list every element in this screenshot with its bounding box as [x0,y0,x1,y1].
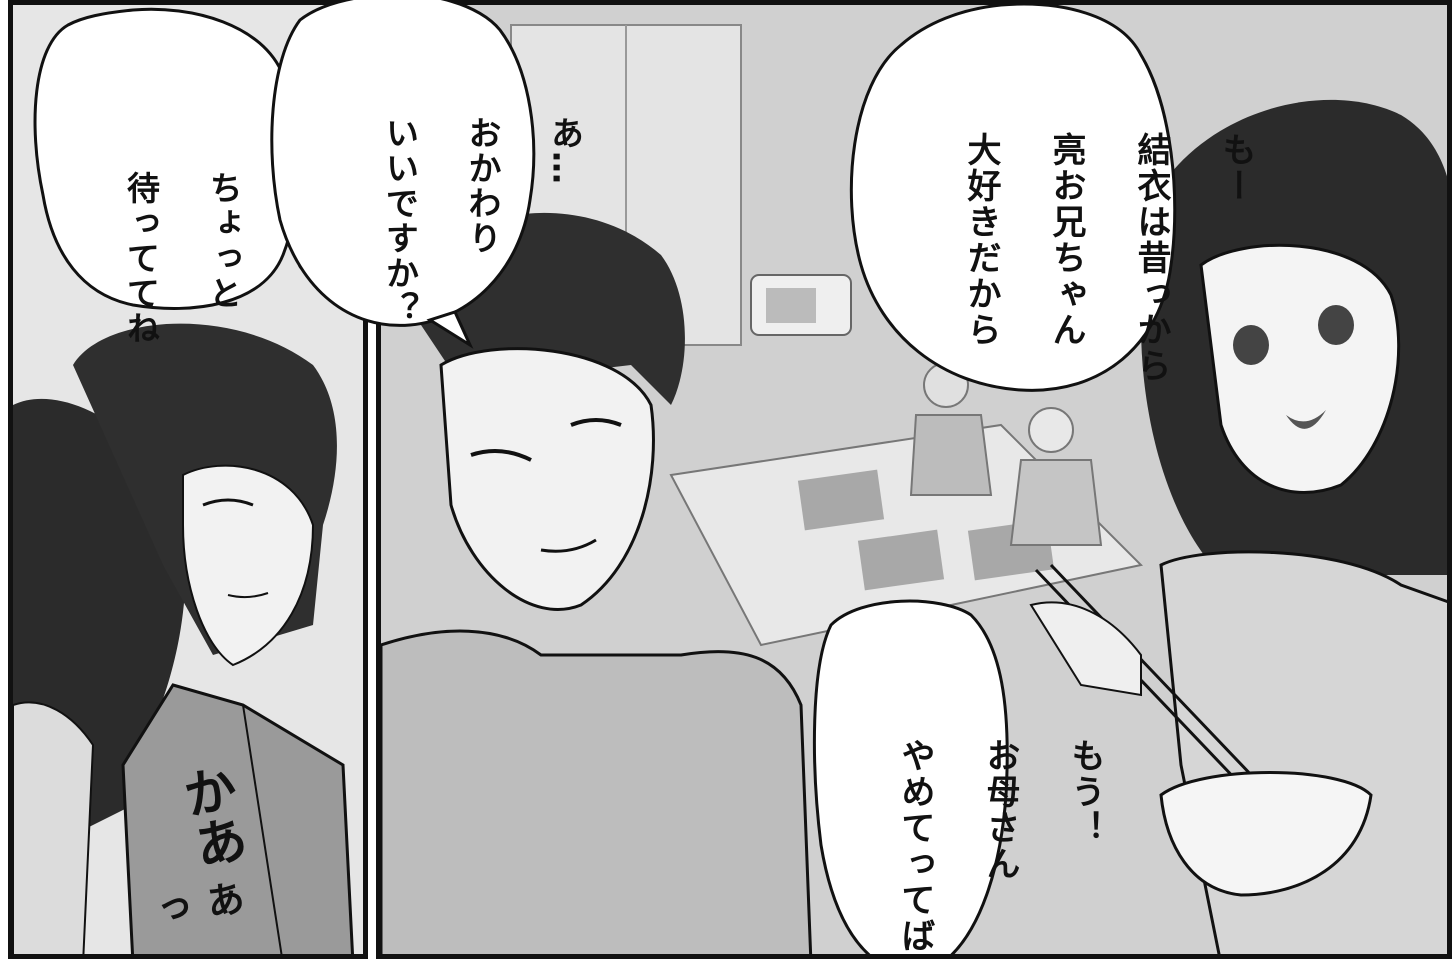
man-face [439,347,655,611]
speech-line: ちょっと [204,170,243,311]
speech-bubble-heroine-1 [812,599,1009,954]
girl-shoulder [13,701,95,954]
bg-person-2-head [1028,407,1074,453]
jacket-fold [242,704,283,954]
man-shirt [381,629,813,954]
placemat [797,469,885,531]
chopstick [1049,563,1258,782]
girl-hand [1029,601,1142,697]
man-eye [470,449,532,462]
man-eye [570,418,622,427]
speech-bubble-mother-2 [849,5,1177,392]
speech-line: お母さん [980,738,1020,883]
girl-eye [1233,325,1269,365]
speech-line: 亮お兄ちゃん [1046,132,1086,349]
boy-mouth [227,592,269,599]
placemat [857,529,945,591]
rice-bowl [1159,771,1373,897]
speech-line: もー [1216,132,1256,205]
boy-eye [202,498,254,507]
right-panel-art [381,5,1447,954]
speech-text-guest-1: あ… おかわり いいですか？ [338,62,627,326]
speech-line: 結衣は昔っから [1131,132,1171,385]
speech-line: 待っててね [121,170,161,346]
man-mouth [540,538,597,553]
speech-line: あ… [545,115,585,186]
speech-line: やめてってば [895,738,935,955]
speech-text-heroine-1: もう！ お母さん やめてってば [851,655,1149,954]
girl-mouth [1286,410,1326,429]
speech-line: 大好きだから [961,132,1001,349]
speech-line: おかわり [463,115,502,256]
speech-text-mother-2: もー 結衣は昔っから 亮お兄ちゃん 大好きだから [917,49,1300,384]
girl-face [1199,243,1401,494]
boy-face [182,464,315,667]
speech-line: いいですか？ [380,115,420,326]
girl-eye [1318,305,1354,345]
speech-bubble-mother-1 [33,7,300,310]
speech-line: もう！ [1065,738,1105,847]
left-panel-art [13,323,354,954]
